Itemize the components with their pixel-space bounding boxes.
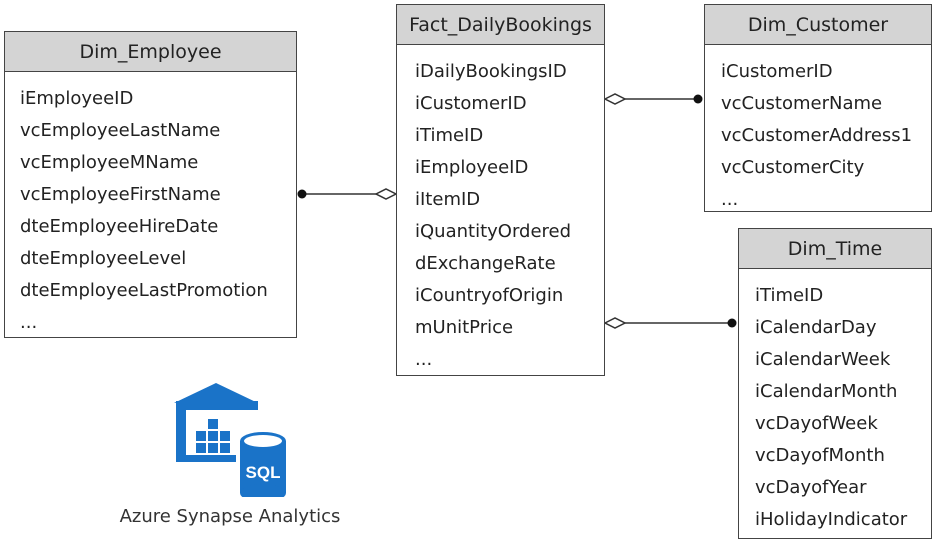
entity-dim-customer: Dim_Customer iCustomerID vcCustomerName … xyxy=(704,4,932,212)
entity-fact-dailybookings: Fact_DailyBookings iDailyBookingsID iCus… xyxy=(396,4,605,376)
field: iCalendarWeek xyxy=(755,349,891,370)
field: vcCustomerCity xyxy=(721,157,865,178)
entity-title: Dim_Employee xyxy=(5,32,296,72)
entity-title: Fact_DailyBookings xyxy=(397,5,604,45)
field: iCustomerID xyxy=(721,61,833,82)
rel-fact-customer xyxy=(603,93,703,105)
rel-fact-time xyxy=(603,317,737,329)
field: dteEmployeeLevel xyxy=(20,248,187,269)
field: iTimeID xyxy=(755,285,824,306)
field: iCalendarMonth xyxy=(755,381,898,402)
entity-title: Dim_Time xyxy=(739,229,931,269)
field: vcEmployeeFirstName xyxy=(20,184,221,205)
field: vcCustomerName xyxy=(721,93,883,114)
rel-employee-fact xyxy=(297,188,398,200)
field-list: iEmployeeID vcEmployeeLastName vcEmploye… xyxy=(5,72,296,339)
field: vcDayofWeek xyxy=(755,413,878,434)
field: dteEmployeeHireDate xyxy=(20,216,219,237)
one-end-dot xyxy=(297,189,307,199)
field: iCountryofOrigin xyxy=(415,285,564,306)
field-list: iCustomerID vcCustomerName vcCustomerAdd… xyxy=(705,45,931,216)
field: ... xyxy=(721,189,739,210)
field: iCalendarDay xyxy=(755,317,877,338)
field: vcDayofMonth xyxy=(755,445,885,466)
field: ... xyxy=(415,349,433,370)
field: iCustomerID xyxy=(415,93,527,114)
field: dteEmployeeLastPromotion xyxy=(20,280,268,301)
azure-synapse-sql-icon: SQL xyxy=(174,383,286,497)
field: vcEmployeeMName xyxy=(20,152,199,173)
field: vcDayofYear xyxy=(755,477,867,498)
field: iQuantityOrdered xyxy=(415,221,572,242)
field: iTimeID xyxy=(415,125,484,146)
logo-caption: Azure Synapse Analytics xyxy=(119,506,341,527)
many-end-diamond xyxy=(374,188,398,200)
entity-dim-time: Dim_Time iTimeID iCalendarDay iCalendarW… xyxy=(738,228,932,539)
sql-badge-text: SQL xyxy=(246,463,281,482)
field: dExchangeRate xyxy=(415,253,556,274)
entity-dim-employee: Dim_Employee iEmployeeID vcEmployeeLastN… xyxy=(4,31,297,338)
many-end-diamond xyxy=(603,93,627,105)
one-end-dot xyxy=(727,318,737,328)
field: iEmployeeID xyxy=(20,88,134,109)
field-list: iDailyBookingsID iCustomerID iTimeID iEm… xyxy=(397,45,604,376)
field: iHolidayIndicator xyxy=(755,509,908,530)
field: mUnitPrice xyxy=(415,317,514,338)
one-end-dot xyxy=(693,94,703,104)
many-end-diamond xyxy=(603,317,627,329)
field: ... xyxy=(20,312,38,333)
field: iItemID xyxy=(415,189,481,210)
field: iEmployeeID xyxy=(415,157,529,178)
field-list: iTimeID iCalendarDay iCalendarWeek iCale… xyxy=(739,269,931,536)
field: vcCustomerAddress1 xyxy=(721,125,913,146)
field: vcEmployeeLastName xyxy=(20,120,221,141)
entity-title: Dim_Customer xyxy=(705,5,931,45)
field: iDailyBookingsID xyxy=(415,61,567,82)
